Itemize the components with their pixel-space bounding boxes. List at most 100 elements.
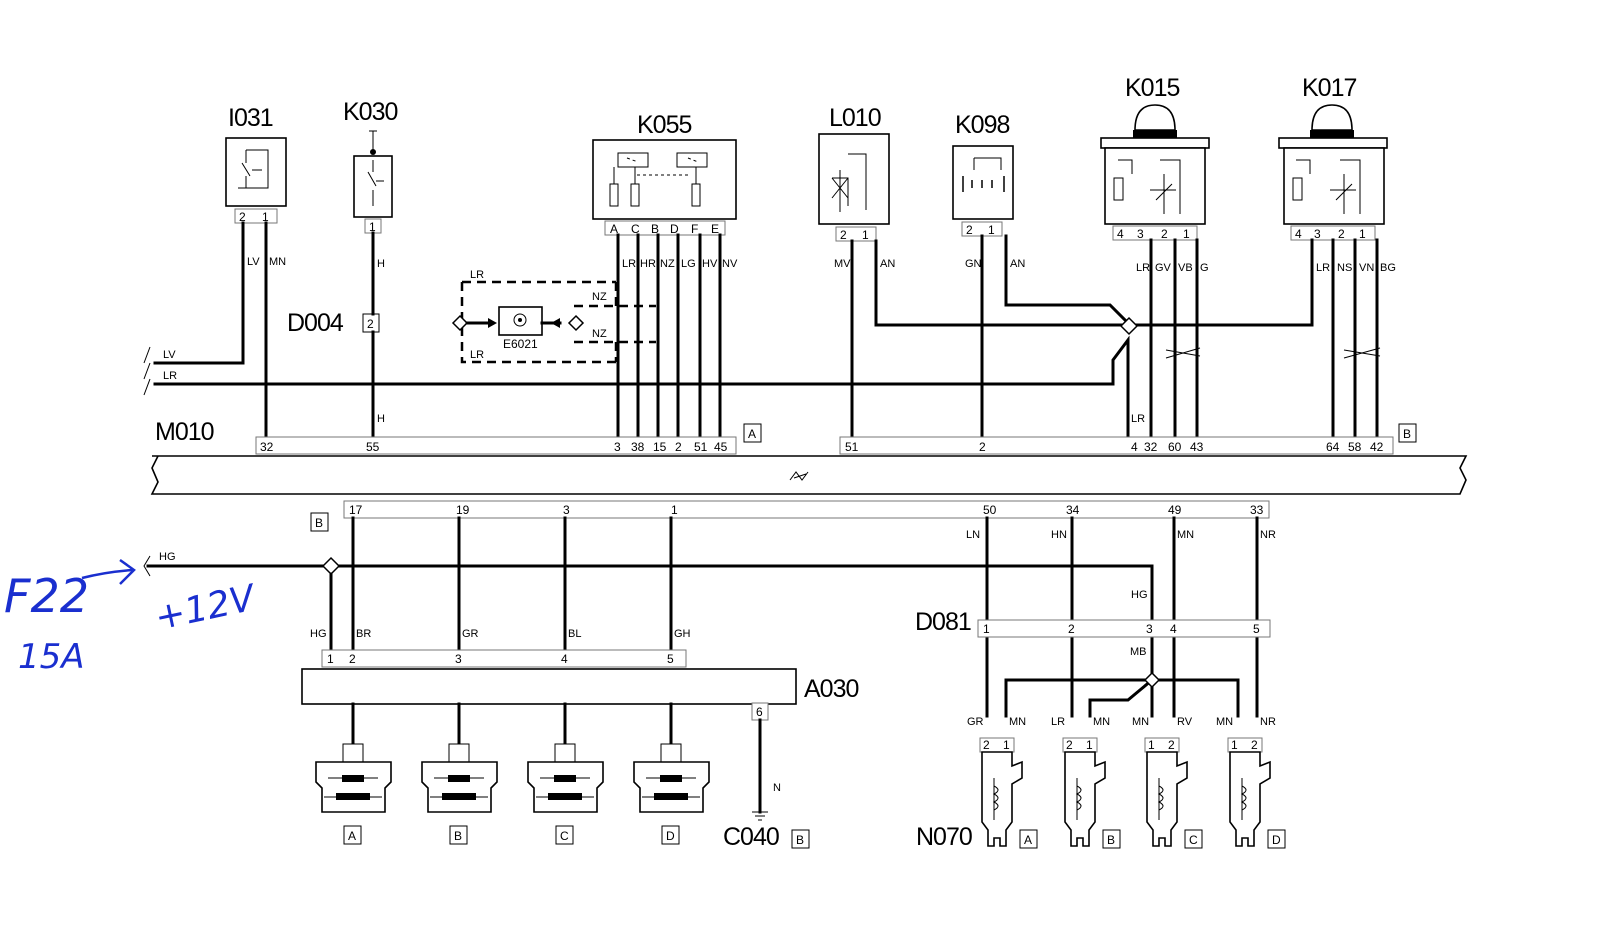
wire-k055-hv: HV <box>702 258 718 270</box>
label-components-m010-bottom_pins-7: 33 <box>1250 503 1264 517</box>
d004-pin: 2 <box>367 317 374 331</box>
label-components-d081-pins-3: 4 <box>1170 622 1177 636</box>
annotation-voltage: +12V <box>151 577 260 639</box>
connector-d081: D081 1 2 3 4 5 <box>915 608 1271 638</box>
c040-label: C040 <box>723 823 779 851</box>
label-components-m010-top_pins-6: 51 <box>694 440 708 454</box>
label-components-m010-top_pins-2: 3 <box>614 440 621 454</box>
injectors: A B C <box>315 702 710 845</box>
k055-pin-f: F <box>691 222 698 236</box>
i031-label: I031 <box>228 104 273 132</box>
k017-pin-2: 2 <box>1338 227 1345 241</box>
a030-pin-6: 6 <box>756 705 763 719</box>
coil-c: 1 2 <box>1144 737 1188 847</box>
label-components-m010-top_pins-12: 60 <box>1168 440 1182 454</box>
component-k055: K055 A C B D F E <box>592 111 737 236</box>
wire-k055-hr: HR <box>640 258 656 270</box>
component-k015: K015 4 3 2 1 <box>1100 74 1210 241</box>
e6021-label: E6021 <box>503 337 538 351</box>
wire-k098-gn: GN <box>965 258 982 270</box>
label-wires-coil_pins-3-1: 2 <box>1251 738 1258 752</box>
label-components-n070-tags-0: A <box>1024 833 1032 847</box>
k015-pin-3: 3 <box>1137 227 1144 241</box>
injector-a: A <box>315 702 392 845</box>
wire-k017-bg: BG <box>1380 262 1396 274</box>
label-components-m010-top_pins-8: 51 <box>845 440 859 454</box>
k055-pin-a: A <box>610 222 618 236</box>
n070-label: N070 <box>916 823 972 851</box>
label-wires-coil_pins-2-0: 1 <box>1148 738 1155 752</box>
component-k017: K017 4 3 2 1 <box>1278 74 1388 241</box>
label-components-m010-top_pins-0: 32 <box>260 440 274 454</box>
label-wires-d081_in-1: HN <box>1051 529 1067 541</box>
label-components-m010-top_pins-5: 2 <box>675 440 682 454</box>
label-components-m010-bottom_pins-4: 50 <box>983 503 997 517</box>
label-wires-a030_wires-4: GH <box>674 628 691 640</box>
label-components-n070-tags-1: B <box>1107 833 1115 847</box>
label-components-m010-top_pins-13: 43 <box>1190 440 1204 454</box>
k017-pin-4: 4 <box>1295 227 1302 241</box>
wire-left-lv: LV <box>163 349 176 361</box>
component-l010: L010 2 1 <box>818 104 890 242</box>
component-k030: K030 1 <box>343 98 398 234</box>
wire-mb: MB <box>1130 646 1147 658</box>
m010-tag-b-left: B <box>315 516 323 530</box>
label-wires-d081_in-0: LN <box>966 529 980 541</box>
e6021-wire-nz-bottom: NZ <box>592 328 607 340</box>
wire-k015-g: G <box>1200 262 1209 274</box>
label-wires-coil_pins-3-0: 1 <box>1231 738 1238 752</box>
label-components-n070-tags-3: D <box>1272 833 1281 847</box>
m010-tag-a: A <box>748 427 756 441</box>
wire-hg-feed: HG <box>159 551 176 563</box>
m010-top-pins: 32 55 3 38 15 2 51 45 51 2 4 32 60 43 64… <box>260 440 1384 454</box>
k055-pin-c: C <box>631 222 640 236</box>
wire-k015-lr: LR <box>1136 262 1150 274</box>
i031-pin-1: 1 <box>262 210 269 224</box>
label-wires-coil_wires-0: GR <box>967 716 984 728</box>
k055-pin-d: D <box>670 222 679 236</box>
label-wires-a030_wires-3: BL <box>568 628 581 640</box>
label-components-a030-pins-3: 4 <box>561 652 568 666</box>
coil-b: 2 1 <box>1062 737 1106 847</box>
label-wires-coil_wires-2: LR <box>1051 716 1065 728</box>
label-wires-coil_pins-2-1: 2 <box>1168 738 1175 752</box>
k098-pin-2: 2 <box>966 223 973 237</box>
e6021-wire-lr-bottom: LR <box>470 349 484 361</box>
label-wires-coil_pins-1-0: 2 <box>1066 738 1073 752</box>
m010-bottom-pins: 17 19 3 1 50 34 49 33 <box>349 503 1264 517</box>
wire-k098-an: AN <box>1010 258 1025 270</box>
wire-left-lr: LR <box>163 370 177 382</box>
label-components-d081-pins-1: 2 <box>1068 622 1075 636</box>
label-wires-a030_wires-0: HG <box>310 628 327 640</box>
wire-k017-lr: LR <box>1316 262 1330 274</box>
component-k098: K098 2 1 <box>952 111 1014 237</box>
label-components-m010-top_pins-16: 42 <box>1370 440 1384 454</box>
label-wires-d081_in-3: MN <box>1177 529 1194 541</box>
wire-k030-h: H <box>377 258 385 270</box>
label-components-d081-pins-4: 5 <box>1253 622 1260 636</box>
label-wires-coil_wires-1: MN <box>1009 716 1026 728</box>
annotation-amps: 15A <box>18 637 85 677</box>
component-i031: I031 2 1 <box>225 104 287 224</box>
wire-k055-lr: LR <box>622 258 636 270</box>
wire-k015-gv: GV <box>1155 262 1172 274</box>
label-wires-d081_in-2: HG <box>1131 589 1148 601</box>
k017-pin-1: 1 <box>1359 227 1366 241</box>
label-wires-d081_in-4: NR <box>1260 529 1276 541</box>
wire-k015-vb: VB <box>1178 262 1193 274</box>
label-components-a030-pins-1: 2 <box>349 652 356 666</box>
top-wiring <box>143 221 1381 439</box>
label-components-m010-bottom_pins-6: 49 <box>1168 503 1182 517</box>
wire-l010-mv: MV <box>834 258 851 270</box>
d081-label: D081 <box>915 608 971 636</box>
d004-label: D004 <box>287 309 344 337</box>
label-components-m010-bottom_pins-0: 17 <box>349 503 363 517</box>
label-components-m010-top_pins-15: 58 <box>1348 440 1362 454</box>
annotation-arrow-icon <box>81 568 133 580</box>
k055-label: K055 <box>637 111 691 139</box>
label-components-m010-bottom_pins-5: 34 <box>1066 503 1080 517</box>
label-wires-coil_wires-3: MN <box>1093 716 1110 728</box>
wire-k017-vn: VN <box>1359 262 1374 274</box>
label-wires-coil_pins-0-0: 2 <box>983 738 990 752</box>
